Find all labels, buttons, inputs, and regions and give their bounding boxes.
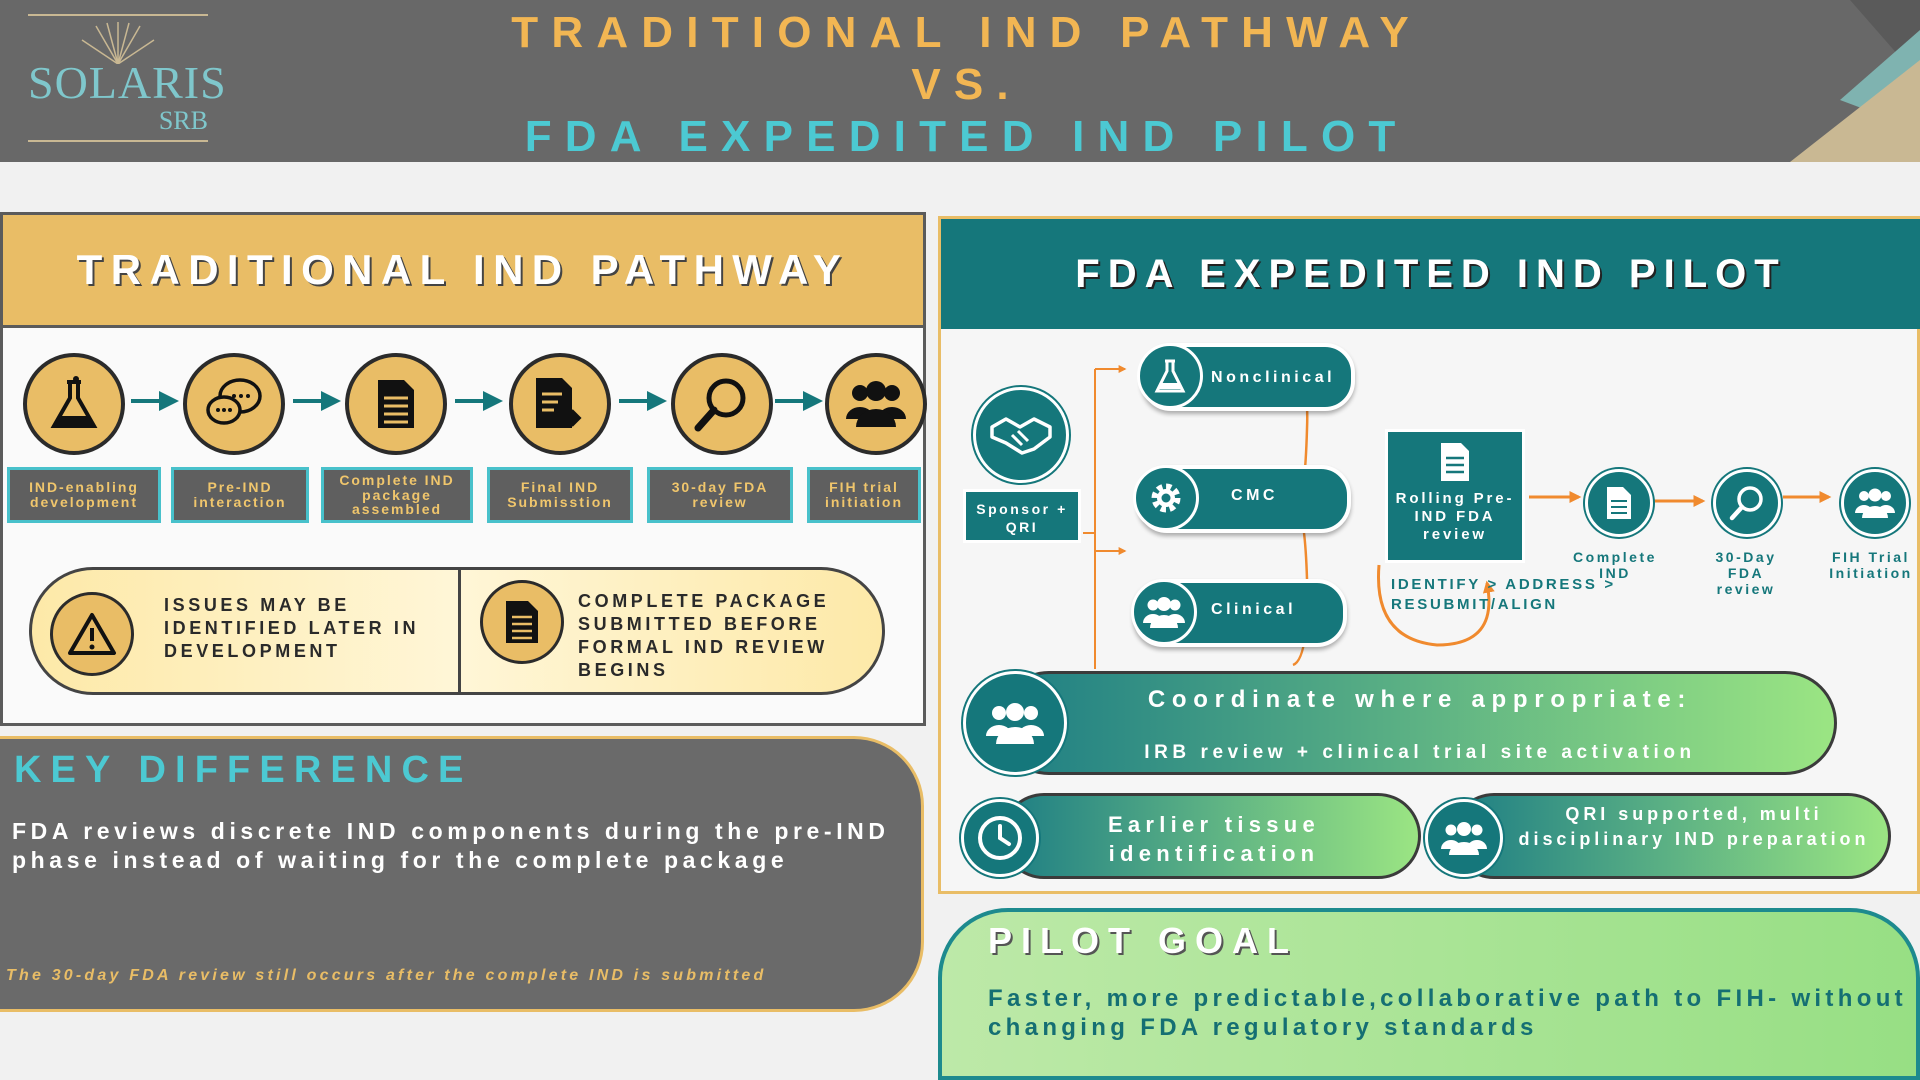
step-30-day-review: 30-Day FDA review [1715,549,1777,597]
flow-arrow [1783,491,1832,503]
flask-icon [1137,343,1203,409]
sponsor-box: Sponsor + QRI [963,489,1081,543]
header-banner: SOLARIS SRB TRADITIONAL IND PATHWAY VS. … [0,0,1920,162]
issues-right-text: COMPLETE PACKAGE SUBMITTED BEFORE FORMAL… [578,591,830,680]
rolling-review-box: Rolling Pre-IND FDA review [1385,429,1525,563]
corner-decoration [1790,0,1920,162]
review-cycle-text: IDENTIFY > ADDRESS > RESUBMIT/ALIGN [1391,576,1616,613]
logo-subtitle: SRB [158,106,208,135]
pilot-goal-text: Faster, more predictable,collaborative p… [988,985,1907,1041]
pilot-panel: FDA EXPEDITED IND PILOT Sponsor + QRI No… [938,216,1920,894]
issues-left-text: ISSUES MAY BE IDENTIFIED LATER IN DEVELO… [164,595,420,661]
flow-arrow [775,391,823,411]
step-complete-ind: Complete IND [1573,549,1657,581]
key-difference-panel: KEY DIFFERENCE FDA reviews discrete IND … [0,736,924,1012]
header-title-line2: VS. [911,60,1022,109]
step-fih-initiation: FIH Trial Initiation [1829,549,1913,581]
coordinate-title: Coordinate where appropriate: [1147,686,1693,713]
clock-icon [961,799,1039,877]
coordinate-bar: Coordinate where appropriate: IRB review… [997,671,1837,775]
document-icon [1441,443,1469,481]
issues-callout: ISSUES MAY BE IDENTIFIED LATER IN DEVELO… [29,567,885,695]
group-icon [825,353,927,455]
tissue-text: Earlier tissue identification [1107,812,1321,866]
group-icon [1425,799,1503,877]
pilot-title: FDA EXPEDITED IND PILOT [941,219,1920,329]
step-label-complete-package: Complete IND package assembled [321,467,473,523]
flask-icon [23,353,125,455]
step-label-final-submission: Final IND Submisstion [487,467,633,523]
document-icon [1585,469,1653,537]
document-icon [480,580,564,664]
component-nonclinical-label: Nonclinical [1211,369,1336,386]
solaris-logo: SOLARIS SRB [28,14,227,142]
header-title-line1: TRADITIONAL IND PATHWAY [511,8,1422,57]
flow-arrow [293,391,341,411]
handshake-icon [973,387,1069,483]
document-submit-icon [509,353,611,455]
step-label-pre-ind: Pre-IND interaction [171,467,309,523]
group-icon [1841,469,1909,537]
flow-arrow [1653,495,1706,507]
step-label-fih-initiation: FIH trial initiation [807,467,921,523]
key-difference-text: FDA reviews discrete IND components duri… [12,818,890,873]
magnifier-icon [1713,469,1781,537]
key-difference-title: KEY DIFFERENCE [14,749,473,791]
magnifier-icon [671,353,773,455]
document-icon [345,353,447,455]
group-icon [963,671,1067,775]
flow-arrow [131,391,179,411]
warning-icon [50,592,134,676]
header-title-line3: FDA EXPEDITED IND PILOT [524,112,1409,161]
rolling-review-label: Rolling Pre-IND FDA review [1395,490,1515,543]
group-icon [1131,579,1197,645]
chat-bubbles-icon [183,353,285,455]
tissue-bar: Earlier tissue identification [1001,793,1421,879]
flow-arrow [455,391,503,411]
sun-rays-icon [81,22,155,64]
logo-wordmark: SOLARIS [28,57,227,108]
traditional-panel: TRADITIONAL IND PATHWAY IND-enabling dev… [0,212,927,726]
flow-arrow [619,391,667,411]
qri-text: QRI supported, multi disciplinary IND pr… [1518,804,1870,849]
gear-icon [1133,465,1199,531]
step-label-30-day-review: 30-day FDA review [647,467,793,523]
key-difference-note: The 30-day FDA review still occurs after… [6,967,767,984]
callout-divider [458,570,461,692]
coordinate-detail: IRB review + clinical trial site activat… [1144,742,1696,763]
component-clinical-label: Clinical [1211,601,1297,618]
pilot-goal-title: PILOT GOAL [988,920,1298,961]
traditional-title: TRADITIONAL IND PATHWAY [3,215,923,328]
step-label-ind-enabling: IND-enabling development [7,467,161,523]
flow-arrow [1529,491,1582,503]
qri-bar: QRI supported, multi disciplinary IND pr… [1451,793,1891,879]
component-cmc-label: CMC [1231,487,1278,504]
pilot-goal-panel: PILOT GOAL Faster, more predictable,coll… [938,908,1920,1080]
review-cycle-arc [1376,564,1495,647]
